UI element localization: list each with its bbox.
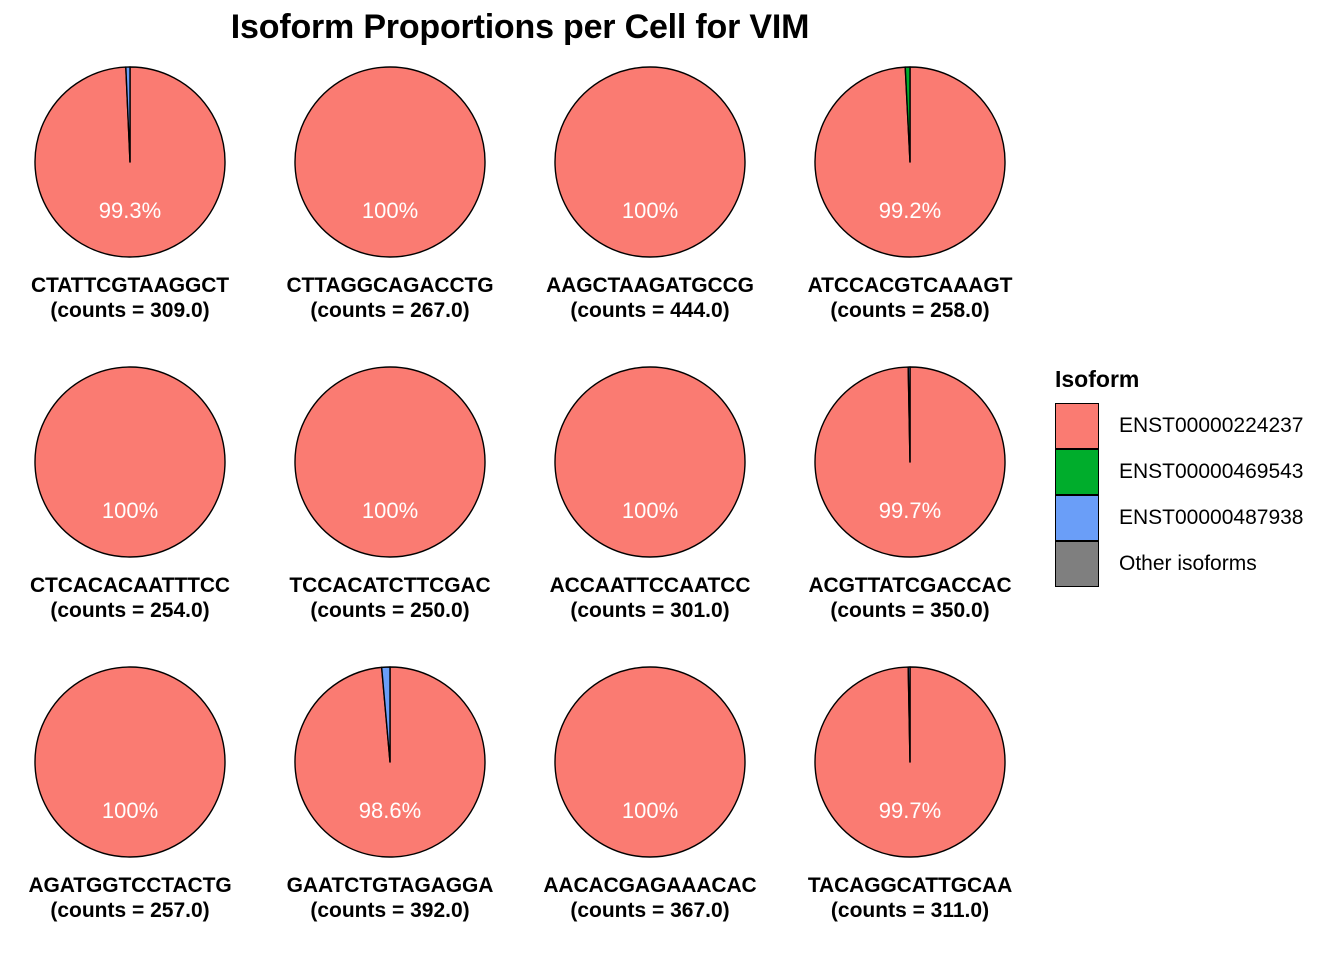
pie-panel: 99.7% TACAGGCATTGCAA(counts = 311.0) bbox=[780, 662, 1040, 962]
pie-caption: CTTAGGCAGACCTG(counts = 267.0) bbox=[260, 274, 520, 324]
legend-color-swatch bbox=[1055, 495, 1099, 541]
pie-panel: 99.7% ACGTTATCGACCAC(counts = 350.0) bbox=[780, 362, 1040, 662]
pie-caption: AGATGGTCCTACTG(counts = 257.0) bbox=[0, 874, 260, 924]
pie-chart: 100% bbox=[34, 366, 226, 558]
pie-panel: 99.3% CTATTCGTAAGGCT(counts = 309.0) bbox=[0, 62, 260, 362]
legend-item-label: Other isoforms bbox=[1119, 552, 1257, 575]
legend-color-swatch bbox=[1055, 449, 1099, 495]
legend-item: ENST00000469543 bbox=[1046, 449, 1344, 495]
cell-counts-label: (counts = 392.0) bbox=[310, 898, 470, 922]
pie-chart: 100% bbox=[34, 666, 226, 858]
legend-item: ENST00000487938 bbox=[1046, 495, 1344, 541]
cell-barcode-label: CTTAGGCAGACCTG bbox=[286, 274, 494, 297]
pie-caption: ATCCACGTCAAAGT(counts = 258.0) bbox=[780, 274, 1040, 324]
cell-counts-label: (counts = 258.0) bbox=[830, 298, 990, 322]
pie-chart: 100% bbox=[554, 366, 746, 558]
pie-chart: 100% bbox=[294, 366, 486, 558]
legend-title: Isoform bbox=[1055, 366, 1140, 392]
pie-slice bbox=[380, 666, 391, 763]
pie-slice bbox=[554, 666, 746, 858]
pie-slice bbox=[125, 66, 131, 163]
cell-barcode-label: ATCCACGTCAAAGT bbox=[807, 274, 1013, 297]
pie-slice bbox=[904, 66, 911, 163]
pie-caption: TCCACATCTTCGAC(counts = 250.0) bbox=[260, 574, 520, 624]
pie-slice bbox=[34, 666, 226, 858]
pie-caption: CTATTCGTAAGGCT(counts = 309.0) bbox=[0, 274, 260, 324]
cell-counts-label: (counts = 250.0) bbox=[310, 598, 470, 622]
cell-barcode-label: TCCACATCTTCGAC bbox=[289, 574, 491, 597]
cell-barcode-label: ACGTTATCGACCAC bbox=[808, 574, 1012, 597]
pie-panel: 100% AACACGAGAAACAC(counts = 367.0) bbox=[520, 662, 780, 962]
cell-counts-label: (counts = 367.0) bbox=[570, 898, 730, 922]
cell-barcode-label: TACAGGCATTGCAA bbox=[807, 874, 1013, 897]
cell-counts-label: (counts = 257.0) bbox=[50, 898, 210, 922]
pie-caption: TACAGGCATTGCAA(counts = 311.0) bbox=[780, 874, 1040, 924]
pie-panel: 100% AGATGGTCCTACTG(counts = 257.0) bbox=[0, 662, 260, 962]
pie-caption: GAATCTGTAGAGGA(counts = 392.0) bbox=[260, 874, 520, 924]
cell-barcode-label: AACACGAGAAACAC bbox=[543, 874, 757, 897]
pie-caption: AAGCTAAGATGCCG(counts = 444.0) bbox=[520, 274, 780, 324]
pie-chart: 99.2% bbox=[814, 66, 1006, 258]
pie-chart: 100% bbox=[294, 66, 486, 258]
cell-counts-label: (counts = 350.0) bbox=[830, 598, 990, 622]
pie-panel: 100% AAGCTAAGATGCCG(counts = 444.0) bbox=[520, 62, 780, 362]
page-title: Isoform Proportions per Cell for VIM bbox=[230, 8, 810, 46]
cell-barcode-label: CTCACACAATTTCC bbox=[29, 574, 230, 597]
cell-counts-label: (counts = 254.0) bbox=[50, 598, 210, 622]
cell-barcode-label: GAATCTGTAGAGGA bbox=[286, 874, 494, 897]
pie-slice bbox=[907, 666, 911, 763]
cell-barcode-label: AGATGGTCCTACTG bbox=[28, 874, 232, 897]
pie-chart-grid: 99.3% CTATTCGTAAGGCT(counts = 309.0) 100% C… bbox=[0, 62, 1040, 960]
pie-panel: 100% CTCACACAATTTCC(counts = 254.0) bbox=[0, 362, 260, 662]
pie-caption: CTCACACAATTTCC(counts = 254.0) bbox=[0, 574, 260, 624]
legend-item-label: ENST00000469543 bbox=[1119, 460, 1304, 483]
pie-panel: 100% TCCACATCTTCGAC(counts = 250.0) bbox=[260, 362, 520, 662]
pie-chart: 99.7% bbox=[814, 366, 1006, 558]
legend-color-swatch bbox=[1055, 403, 1099, 449]
pie-caption: ACGTTATCGACCAC(counts = 350.0) bbox=[780, 574, 1040, 624]
pie-slice bbox=[907, 366, 911, 463]
pie-caption: AACACGAGAAACAC(counts = 367.0) bbox=[520, 874, 780, 924]
pie-slice bbox=[294, 366, 486, 558]
legend-item-label: ENST00000224237 bbox=[1119, 414, 1304, 437]
cell-barcode-label: CTATTCGTAAGGCT bbox=[30, 274, 230, 297]
cell-counts-label: (counts = 267.0) bbox=[310, 298, 470, 322]
pie-panel: 100% ACCAATTCCAATCC(counts = 301.0) bbox=[520, 362, 780, 662]
pie-slice bbox=[34, 366, 226, 558]
pie-chart: 99.7% bbox=[814, 666, 1006, 858]
cell-barcode-label: AAGCTAAGATGCCG bbox=[546, 274, 754, 297]
pie-panel: 99.2% ATCCACGTCAAAGT(counts = 258.0) bbox=[780, 62, 1040, 362]
cell-barcode-label: ACCAATTCCAATCC bbox=[549, 574, 751, 597]
pie-slice bbox=[294, 66, 486, 258]
pie-chart: 98.6% bbox=[294, 666, 486, 858]
pie-panel: 100% CTTAGGCAGACCTG(counts = 267.0) bbox=[260, 62, 520, 362]
pie-chart: 100% bbox=[554, 666, 746, 858]
pie-slice bbox=[554, 366, 746, 558]
pie-panel: 98.6% GAATCTGTAGAGGA(counts = 392.0) bbox=[260, 662, 520, 962]
legend-item: Other isoforms bbox=[1046, 541, 1344, 587]
pie-chart: 99.3% bbox=[34, 66, 226, 258]
pie-caption: ACCAATTCCAATCC(counts = 301.0) bbox=[520, 574, 780, 624]
cell-counts-label: (counts = 311.0) bbox=[830, 898, 990, 922]
cell-counts-label: (counts = 309.0) bbox=[50, 298, 210, 322]
cell-counts-label: (counts = 301.0) bbox=[570, 598, 730, 622]
legend-color-swatch bbox=[1055, 541, 1099, 587]
legend-item: ENST00000224237 bbox=[1046, 403, 1344, 449]
cell-counts-label: (counts = 444.0) bbox=[570, 298, 730, 322]
pie-slice bbox=[554, 66, 746, 258]
legend-item-label: ENST00000487938 bbox=[1119, 506, 1304, 529]
pie-chart: 100% bbox=[554, 66, 746, 258]
